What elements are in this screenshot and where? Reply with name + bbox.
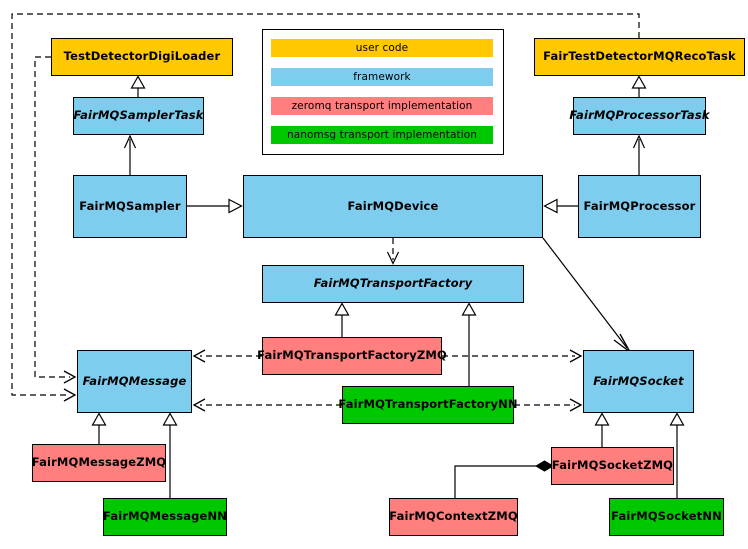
class-label: FairMQSocketZMQ	[551, 458, 674, 473]
class-label: FairMQMessageZMQ	[31, 455, 167, 470]
class-box-fairmqsocket[interactable]: FairMQSocket	[583, 350, 694, 413]
class-box-fairmqtransportfactoryzmq[interactable]: FairMQTransportFactoryZMQ	[257, 337, 447, 375]
class-box-fairmqsamplertask[interactable]: FairMQSamplerTask	[73, 97, 204, 135]
edge-processor-to-device	[543, 198, 578, 214]
edge-tfnn-to-socket	[514, 398, 583, 412]
edge-socketzmq-to-socket	[594, 412, 610, 447]
edge-samplertask-to-digiloader	[130, 75, 146, 97]
legend-label: framework	[353, 71, 411, 83]
class-label: FairMQMessageNN	[103, 509, 227, 524]
class-label: FairTestDetectorMQRecoTask	[543, 49, 736, 64]
legend-label: nanomsg transport implementation	[286, 129, 478, 141]
class-box-fairmqmessage[interactable]: FairMQMessage	[77, 350, 192, 413]
edge-digiloader-to-message	[34, 56, 77, 384]
class-label: FairMQSocket	[593, 373, 684, 388]
edge-contextzmq-to-socketzmq	[454, 460, 554, 498]
edge-processortask-to-recotask	[631, 75, 647, 97]
class-label: FairMQContextZMQ	[389, 509, 518, 524]
class-label: FairMQSampler	[79, 198, 181, 213]
legend-item-user-code: user code	[271, 39, 493, 57]
class-box-fairmqmessagenn[interactable]: FairMQMessageNN	[103, 498, 227, 536]
class-label: FairMQDevice	[347, 198, 439, 213]
class-label: TestDetectorDigiLoader	[63, 49, 221, 64]
class-box-fairmqsocketzmq[interactable]: FairMQSocketZMQ	[551, 447, 674, 485]
edge-sampler-to-samplertask	[123, 134, 137, 175]
legend-label: zeromq transport implementation	[291, 100, 473, 112]
legend-item-framework: framework	[271, 68, 493, 86]
edge-tfnn-to-message	[192, 398, 342, 412]
edge-messagezmq-to-message	[91, 412, 107, 444]
edge-tfzmq-to-transportfactory	[334, 302, 350, 337]
class-box-fairmqprocessor[interactable]: FairMQProcessor	[578, 175, 701, 238]
class-box-fairmqmessagezmq[interactable]: FairMQMessageZMQ	[32, 444, 166, 482]
legend: user code framework zeromq transport imp…	[262, 29, 504, 155]
class-box-fairtestdetectormqrecotask[interactable]: FairTestDetectorMQRecoTask	[534, 38, 745, 76]
edge-tfzmq-to-socket	[442, 349, 583, 363]
class-label: FairMQProcessor	[583, 198, 696, 213]
edge-sampler-to-device	[187, 198, 243, 214]
edge-tfnn-to-transportfactory	[461, 302, 477, 386]
class-box-fairmqtransportfactorynn[interactable]: FairMQTransportFactoryNN	[338, 386, 518, 424]
class-label: FairMQTransportFactoryZMQ	[257, 348, 447, 363]
class-box-fairmqprocessortask[interactable]: FairMQProcessorTask	[569, 97, 709, 135]
edge-tfzmq-to-message	[192, 349, 262, 363]
class-box-fairmqsocketnn[interactable]: FairMQSocketNN	[609, 498, 724, 536]
class-box-fairmqsampler[interactable]: FairMQSampler	[73, 175, 187, 238]
class-label: FairMQTransportFactory	[313, 276, 473, 291]
class-label: FairMQProcessorTask	[569, 108, 710, 123]
edge-processor-to-processortask	[632, 134, 646, 175]
class-label: FairMQSocketNN	[611, 509, 722, 524]
class-label: FairMQMessage	[82, 373, 187, 388]
legend-label: user code	[355, 42, 409, 54]
class-box-fairmqdevice[interactable]: FairMQDevice	[243, 175, 543, 238]
class-box-fairmqtransportfactory[interactable]: FairMQTransportFactory	[262, 265, 524, 303]
edge-device-to-socket	[542, 237, 631, 353]
class-label: FairMQTransportFactoryNN	[338, 397, 518, 412]
class-box-fairmqcontextzmq[interactable]: FairMQContextZMQ	[389, 498, 518, 536]
class-box-testdetectordigiloader[interactable]: TestDetectorDigiLoader	[51, 38, 233, 76]
legend-item-nanomsg: nanomsg transport implementation	[271, 126, 493, 144]
legend-item-zeromq: zeromq transport implementation	[271, 97, 493, 115]
class-label: FairMQSamplerTask	[73, 108, 204, 123]
edge-device-to-transportfactory	[386, 238, 400, 265]
